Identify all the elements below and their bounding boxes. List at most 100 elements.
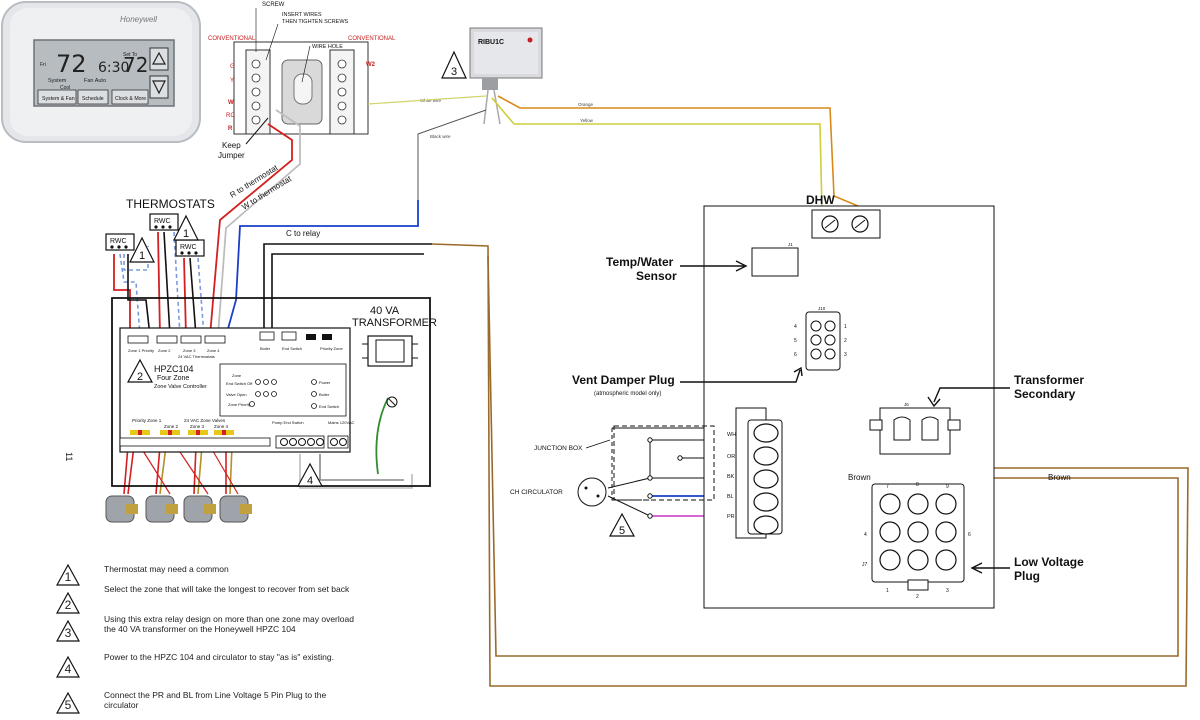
status-leds [249, 379, 317, 409]
transformer-label-2: TRANSFORMER [352, 317, 437, 329]
rwc-box-3: RWC [175, 239, 205, 257]
svg-text:BL: BL [727, 494, 734, 500]
zone-1-label: Zone 1 Priority [128, 348, 154, 353]
arrow-up-icon [151, 51, 167, 65]
svg-text:2: 2 [916, 594, 919, 600]
vent-damper-plug: J10 4 5 6 1 2 3 [794, 306, 847, 371]
thermostat-time: 6:30 [98, 60, 129, 76]
dhw-terminal [811, 209, 881, 239]
warning-icon [56, 592, 80, 614]
vent-damper-label: Vent Damper Plug [572, 373, 675, 387]
terminal-rc: RC [226, 113, 235, 119]
low-voltage-label-2: Plug [1014, 569, 1040, 583]
warning-1-icon: 1 [129, 236, 155, 263]
controller-model: HPZC104 [154, 364, 194, 374]
svg-text:Schedule: Schedule [82, 96, 104, 102]
terminal-g: G [230, 64, 235, 70]
controller-line2: Four Zone [157, 375, 189, 382]
end-switch-off-label: End Switch Off [226, 381, 253, 386]
svg-text:1: 1 [183, 228, 189, 240]
conventional-left-label: CONVENTIONAL [208, 36, 256, 42]
svg-text:6: 6 [794, 352, 797, 358]
note-3: 3 Using this extra relay design on more … [56, 614, 356, 644]
page-number: 11 [64, 452, 74, 461]
thermostat-system-button[interactable]: System & Fan [37, 89, 77, 105]
svg-text:4: 4 [864, 532, 867, 538]
vac-label: 24 VAC Zone Valves [184, 418, 226, 423]
terminal-w2: W2 [366, 62, 376, 68]
thermostat-down-button[interactable] [149, 75, 169, 99]
brown-left-label: Brown [848, 473, 871, 482]
brown-right-label: Brown [1048, 473, 1071, 482]
boiler-label: Boiler [260, 346, 271, 351]
wiring-plate: SCREW INSERT WIRES THEN TIGHTEN SCREWS W… [208, 2, 396, 160]
svg-text:J6: J6 [904, 402, 909, 407]
warning-icon [56, 656, 80, 678]
svg-text:9: 9 [946, 484, 949, 490]
relay-yellow-label: Yellow [580, 118, 594, 123]
note-1: 1 Thermostat may need a common [56, 564, 356, 594]
wires [111, 95, 1189, 687]
svg-text:PR: PR [727, 514, 735, 520]
thermostat-clock-button[interactable]: Clock & More [111, 89, 149, 105]
tighten-screws-label: THEN TIGHTEN SCREWS [282, 19, 349, 25]
note-2: 2 Select the zone that will take the lon… [56, 584, 356, 614]
end-switch-label: End Switch [282, 346, 302, 351]
junction-box-label: JUNCTION BOX [534, 445, 583, 452]
thermostat-brand: Honeywell [120, 15, 157, 24]
ch-circulator-label: CH CIRCULATOR [510, 489, 563, 496]
zone-valve-2 [145, 495, 178, 523]
zone-valves [105, 495, 252, 523]
svg-text:2: 2 [844, 338, 847, 344]
svg-text:4: 4 [794, 324, 797, 330]
thermostats-label: THERMOSTATS [126, 197, 215, 211]
svg-text:System & Fan: System & Fan [42, 96, 75, 102]
transformer-secondary-plug: J6 [869, 402, 961, 455]
svg-text:3: 3 [844, 352, 847, 358]
thermostat: Honeywell Fri 72 6:30 Set To 72 System C… [1, 1, 201, 143]
terminal-y: Y [230, 78, 234, 84]
wire-hole-label: WIRE HOLE [312, 44, 343, 50]
terminal-w: W [228, 100, 234, 106]
zone-valve-3 [183, 495, 216, 523]
temp-sensor-label-2: Sensor [636, 269, 677, 283]
dhw-panel: DHW J1 Temp/Water Sensor J10 4 5 6 1 2 3 [510, 193, 1084, 609]
svg-text:WH: WH [727, 432, 736, 438]
thermostat-mode: Fri [40, 62, 46, 68]
zone-valve-4 [219, 495, 252, 523]
thermostat-schedule-button[interactable]: Schedule [77, 89, 109, 105]
thermostat-fan-label: Fan Auto [84, 78, 106, 84]
svg-text:Clock & More: Clock & More [115, 96, 146, 102]
svg-text:RWC: RWC [180, 244, 197, 251]
vent-damper-sub: (atmospheric model only) [594, 391, 661, 397]
rwc-box-1: RWC [105, 233, 135, 251]
power-led-label: Power [319, 380, 331, 385]
zone-priority-label: Zone Priority [228, 402, 251, 407]
warning-5-icon: 5 [608, 512, 636, 537]
thermostat-up-button[interactable] [149, 47, 169, 71]
zone-controller: 40 VA TRANSFORMER Zone 1 Priority Zone 2… [119, 305, 437, 487]
pump-end-switch-label: Pump End Switch [272, 420, 304, 425]
bottom-zone-3-label: Zone 3 [190, 424, 205, 429]
thermostat-system-label: System [48, 78, 67, 84]
warning-icon [56, 564, 80, 586]
bottom-terminal-strip [119, 435, 349, 449]
warning-1b-icon: 1 [173, 214, 199, 241]
low-voltage-plug: 7 8 9 4 6 1 2 3 J7 [862, 482, 971, 600]
controller-line3: Zone Valve Controller [154, 384, 207, 390]
temp-sensor-label-1: Temp/Water [606, 255, 674, 269]
warning-2-icon: 2 [126, 358, 154, 383]
relay-led [527, 37, 533, 43]
priority-zone-1-label: Priority Zone 1 [132, 418, 162, 423]
circulator-icon [577, 477, 607, 507]
note-4: 4 Power to the HPZC 104 and circulator t… [56, 652, 356, 682]
svg-text:6: 6 [968, 532, 971, 538]
arrow-down-icon [152, 80, 166, 95]
zone-2-label: Zone 2 [158, 348, 171, 353]
svg-text:RWC: RWC [154, 218, 171, 225]
relay: RIBU1C [469, 27, 543, 125]
temp-sensor: J1 [751, 242, 799, 277]
junction-box [613, 425, 715, 519]
relay-orange-label: Orange [578, 102, 594, 107]
end-switch-led-label: End Switch [319, 404, 339, 409]
